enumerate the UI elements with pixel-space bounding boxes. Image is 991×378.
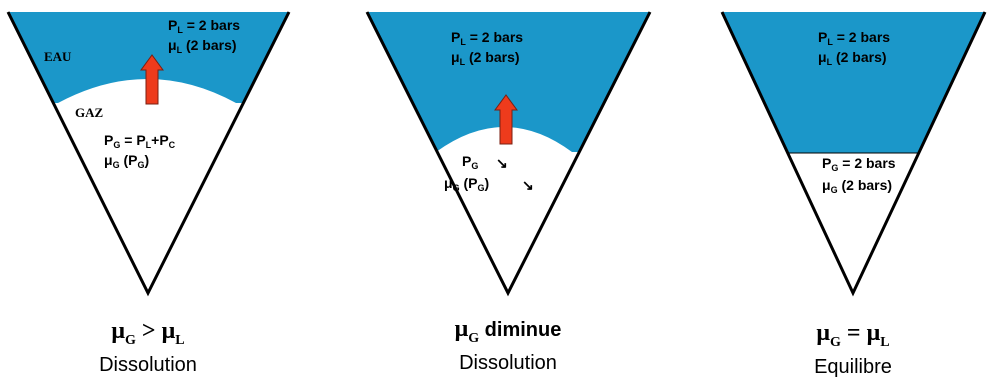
panel-1-caption-math: μG > μL — [58, 318, 238, 354]
panel-3-caption-word: Equilibre — [763, 356, 943, 378]
panel-3-caption: μG = μL Equilibre — [763, 320, 943, 378]
panel-3-mug-label: μG (2 bars) — [822, 177, 892, 195]
panel-3-pg-label: PG = 2 bars — [822, 155, 896, 173]
panel-2-pg-down-arrow: ↘ — [496, 155, 508, 171]
panel-3-water — [715, 0, 990, 153]
panel-2-pg-label: PG — [462, 153, 478, 171]
panel-2-mug-down-arrow: ↘ — [522, 177, 534, 193]
panel-3-caption-math: μG = μL — [763, 320, 943, 356]
panel-1-caption-word: Dissolution — [58, 354, 238, 376]
panel-1-pg-label: PG = PL+PC — [104, 132, 176, 150]
panel-2-mug-label: μG (PG) — [444, 175, 489, 193]
panel-1-eau-label: EAU — [44, 49, 72, 64]
panel-2-caption-math: μG diminue — [418, 316, 598, 352]
panel-1-caption: μG > μL Dissolution — [58, 318, 238, 376]
panel-2-caption: μG diminue Dissolution — [418, 316, 598, 374]
panel-2-caption-word: Dissolution — [418, 352, 598, 374]
panel-1-gaz-label: GAZ — [75, 105, 104, 120]
panel-1-mug-label: μG (PG) — [104, 152, 149, 170]
